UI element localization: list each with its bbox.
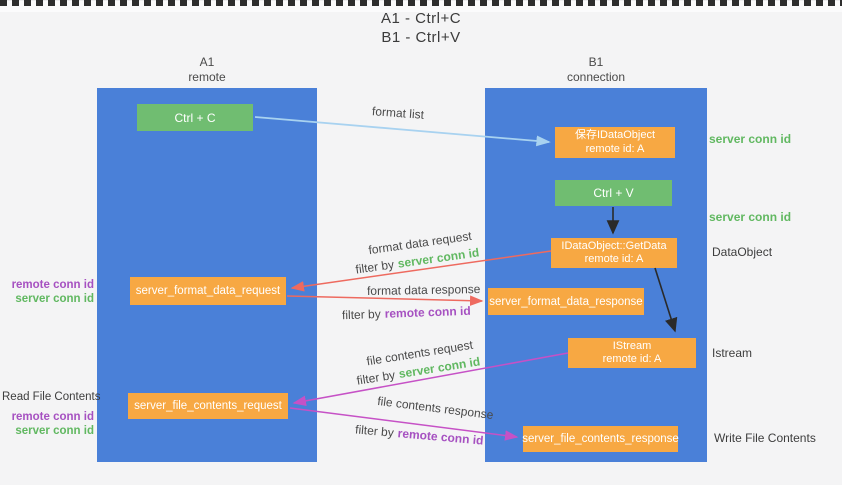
dataobject-annotation: DataObject (712, 245, 773, 259)
save-dataobject-line1: 保存IDataObject (574, 129, 656, 141)
diagram-title-line2: B1 - Ctrl+V (381, 29, 461, 46)
getdata-node: IDataObject::GetData remote id: A (551, 238, 677, 268)
format-data-response-label: format data response (366, 282, 481, 298)
istream-line1: IStream (612, 339, 652, 352)
file-request-label: server_file_contents_request (134, 400, 282, 412)
server-conn-id-annotation-mid: server conn id (709, 210, 792, 224)
format-response-label: server_format_data_response (489, 295, 643, 308)
file-contents-response-label: file contents response (376, 393, 495, 423)
format-request-label: server_format_data_request (135, 285, 281, 297)
file-response-label: server_file_contents_response (522, 433, 679, 445)
filter-by-text: filter by (355, 367, 397, 388)
getdata-line1: IDataObject::GetData (561, 239, 667, 252)
lane-a-name: A1 (199, 55, 215, 69)
ctrl-v-node: Ctrl + V (555, 180, 672, 206)
filter-by-text: filter by (354, 422, 395, 440)
remote-conn-id-text: remote conn id (397, 426, 485, 448)
ctrl-c-label: Ctrl + C (174, 110, 216, 125)
format-response-node: server_format_data_response (488, 288, 644, 315)
ctrl-c-node: Ctrl + C (137, 104, 253, 131)
file-response-node: server_file_contents_response (522, 426, 679, 452)
filter-by-text: filter by (354, 257, 395, 277)
write-file-contents-annotation: Write File Contents (714, 431, 816, 445)
format-request-node: server_format_data_request (130, 277, 286, 305)
lane-b-name: B1 (588, 55, 604, 69)
file-request-node: server_file_contents_request (128, 393, 288, 419)
format-list-label: format list (371, 104, 425, 122)
lane-b-header: B1 connection (536, 55, 656, 85)
lane-a-header: A1 remote (147, 55, 267, 85)
lane-a-role: remote (188, 70, 226, 84)
istream-line2: remote id: A (602, 353, 662, 365)
server-conn-id-note-2: server conn id (15, 425, 94, 437)
remote-conn-id-note-1: remote conn id (11, 279, 94, 291)
diagram-title-line1: A1 - Ctrl+C (380, 10, 462, 27)
lane-b-role: connection (566, 70, 626, 84)
server-conn-id-annotation-top: server conn id (709, 132, 792, 146)
remote-conn-id-note-2: remote conn id (11, 411, 94, 423)
remote-conn-id-text: remote conn id (384, 303, 471, 321)
server-conn-id-note-1: server conn id (15, 293, 94, 305)
session-separator-dashed-line (0, 0, 842, 6)
save-dataobject-node: 保存IDataObject remote id: A (555, 127, 675, 158)
getdata-line2: remote id: A (584, 253, 644, 265)
read-file-contents-annotation: Read File Contents (2, 391, 101, 403)
filter-by-text: filter by (341, 306, 381, 323)
istream-annotation: Istream (712, 346, 753, 360)
save-dataobject-line2: remote id: A (585, 142, 645, 155)
ctrl-v-label: Ctrl + V (593, 186, 634, 200)
istream-node: IStream remote id: A (568, 338, 696, 368)
